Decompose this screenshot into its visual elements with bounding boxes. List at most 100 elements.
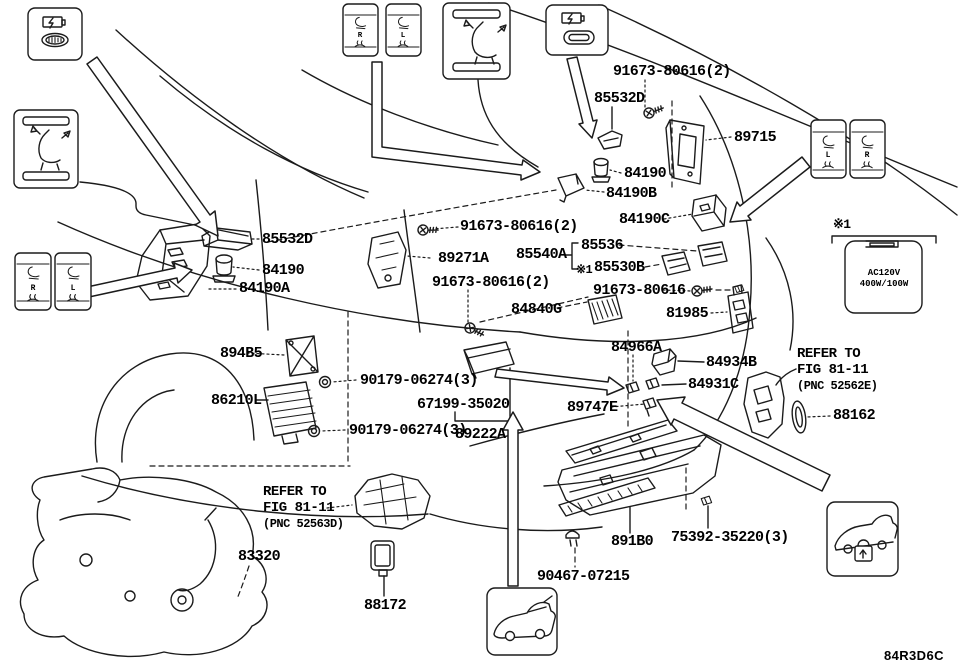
part-84190a	[135, 223, 211, 301]
part-89715	[665, 119, 705, 185]
arrow-from-lock-box	[656, 396, 831, 492]
label-83320: 83320	[238, 548, 281, 565]
part-84190c	[691, 194, 727, 232]
arrow-to-84190c	[729, 156, 811, 223]
label-84840g: 84840G	[511, 301, 562, 318]
label-84190b: 84190B	[606, 185, 657, 202]
seat-heater-switch-right-l: L	[810, 119, 847, 179]
label-91673-80616-low: 91673-80616(2)	[432, 274, 550, 291]
svg-text:400W/100W: 400W/100W	[860, 279, 909, 289]
screw-icon	[642, 104, 666, 120]
power-seat-icon	[30, 125, 71, 171]
label-89715: 89715	[734, 129, 777, 146]
label-84966a: 84966A	[611, 339, 662, 356]
label-91673-80616-mid: 91673-80616(2)	[460, 218, 578, 235]
car-lock-icon	[834, 514, 898, 562]
nut-icon	[318, 375, 332, 389]
part-88162	[791, 400, 807, 434]
screw-icon	[462, 320, 486, 342]
label-81985: 81985	[666, 305, 709, 322]
part-89222a	[463, 341, 515, 379]
usb-c-port-icon	[563, 30, 595, 45]
label-85530b: 85530B	[594, 259, 645, 276]
screw-icon	[691, 285, 713, 297]
part-85536	[697, 241, 728, 267]
part-85532d-top	[597, 130, 623, 150]
arrow-to-clips	[494, 368, 625, 396]
part-84190-top	[591, 157, 611, 183]
label-84190-left: 84190	[262, 262, 305, 279]
clip-75392	[700, 495, 713, 506]
power-seat-box-top	[442, 2, 511, 80]
label-85532d-left: 85532D	[262, 231, 313, 248]
label-89747e: 89747E	[567, 399, 618, 416]
label-90467-07215: 90467-07215	[537, 568, 630, 585]
label-85536: 85536	[581, 237, 624, 254]
part-84934b	[651, 348, 677, 376]
usb-port-icon	[41, 32, 69, 48]
part-refer-52562e	[743, 371, 785, 439]
icon-boxes: R L R L	[13, 2, 923, 656]
svg-text:L: L	[401, 32, 406, 40]
svg-text:L: L	[71, 284, 76, 293]
label-85532d-top: 85532D	[594, 90, 645, 107]
part-894b5	[285, 335, 319, 377]
label-89222a: 89222A	[455, 426, 506, 443]
part-84840g	[587, 294, 623, 325]
leader-lines	[79, 79, 937, 597]
part-89271a	[367, 231, 407, 289]
arrow-to-84190a	[86, 262, 193, 298]
screw-icon	[416, 223, 440, 238]
label-85540a: 85540A	[516, 246, 567, 263]
power-outlet-box-top-right	[545, 4, 609, 56]
label-67199-35020: 67199-35020	[417, 396, 510, 413]
arrow-from-tailgate-box	[502, 411, 524, 587]
dashed-construction-lines	[149, 100, 733, 600]
pin-90467	[565, 530, 580, 547]
power-outlet-box-top-left	[27, 7, 83, 61]
seat-heater-switch-right-r: R	[849, 119, 886, 179]
power-seat-icon	[463, 19, 507, 65]
label-891b0: 891B0	[611, 533, 654, 550]
arrow-to-85532d	[86, 56, 219, 237]
part-86210l	[263, 381, 317, 445]
label-86210l: 86210L	[211, 392, 262, 409]
arrow-to-84190b-top	[566, 56, 598, 139]
svg-text:AC120V: AC120V	[868, 268, 901, 278]
svg-text:R: R	[358, 32, 363, 40]
svg-text:R: R	[31, 284, 36, 293]
part-refer-52563d	[354, 473, 431, 530]
label-84190-top: 84190	[624, 165, 667, 182]
battery-charge-icon	[561, 12, 585, 25]
svg-text:R: R	[865, 151, 870, 160]
label-84190c: 84190C	[619, 211, 670, 228]
fuel-tank	[19, 467, 268, 658]
label-89271a: 89271A	[438, 250, 489, 267]
label-90179-06274-a: 90179-06274(3)	[360, 372, 478, 389]
label-91673-80616-top: 91673-80616(2)	[613, 63, 731, 80]
seat-heater-switch-left-l: L	[54, 252, 92, 311]
nut-icon	[307, 424, 321, 438]
label-84934b: 84934B	[706, 354, 757, 371]
label-84190a: 84190A	[239, 280, 290, 297]
label-88162: 88162	[833, 407, 876, 424]
car-tailgate-box	[486, 587, 558, 656]
power-seat-box-left	[13, 109, 79, 189]
car-tailgate-icon	[493, 595, 556, 642]
ac-outlet-box: AC120V 400W/100W	[844, 240, 923, 314]
part-84190b	[557, 173, 585, 203]
part-84190-left	[212, 254, 236, 283]
car-lock-box	[826, 501, 899, 577]
label-ac-marker: ※1	[833, 217, 851, 232]
parts	[135, 104, 807, 577]
tailgate-trim-891b0	[557, 419, 722, 517]
battery-charge-icon	[42, 16, 66, 29]
seat-heater-switch-top-r: R	[342, 3, 379, 57]
clip-89747e	[642, 397, 657, 417]
part-85530b	[661, 251, 691, 276]
label-90179-06274-b: 90179-06274(3)	[349, 422, 467, 439]
